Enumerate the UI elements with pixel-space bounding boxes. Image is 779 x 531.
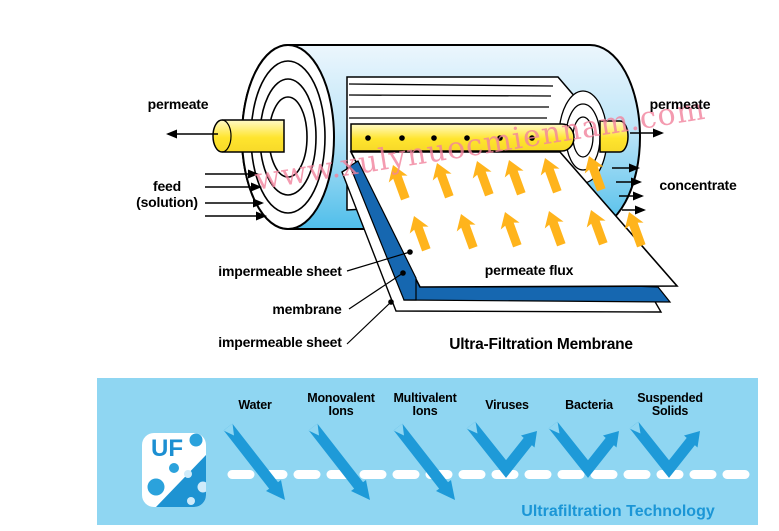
panel-label-suspended-2: Solids <box>651 404 689 418</box>
feed-label-line2: (solution) <box>136 194 198 210</box>
permeate-flux-label: permeate flux <box>484 262 574 278</box>
impermeable-sheet-top-label: impermeable sheet <box>218 263 342 279</box>
membrane-module-cylinder <box>212 44 641 230</box>
feed-arrows <box>205 169 267 221</box>
panel-label-monovalent-1: Monovalent <box>307 391 375 405</box>
feed-label-line1: feed <box>153 178 181 194</box>
bacteria-rejected-arrow <box>548 421 619 478</box>
panel-label-water: Water <box>238 398 272 412</box>
permeate-tube-left-cap <box>221 119 232 153</box>
viruses-rejected-arrow <box>466 421 537 478</box>
technology-panel <box>97 378 758 525</box>
uf-logo <box>142 433 206 507</box>
feed-end-rings <box>241 44 335 230</box>
leader-lines <box>346 249 413 345</box>
perforation-dots <box>365 135 535 141</box>
multivalent-pass-arrow <box>393 423 455 500</box>
panel-label-suspended-1: Suspended <box>637 391 703 405</box>
panel-label-bacteria: Bacteria <box>565 398 613 412</box>
panel-label-viruses: Viruses <box>485 398 529 412</box>
panel-label-monovalent-2: Ions <box>328 404 354 418</box>
permeate-tube-right <box>599 120 629 153</box>
suspended-rejected-arrow <box>629 421 700 478</box>
panel-label-multivalent-1: Multivalent <box>393 391 457 405</box>
monovalent-pass-arrow <box>308 423 370 500</box>
permeate-tube-left <box>212 119 285 153</box>
permeate-arrow-right <box>599 120 664 153</box>
water-pass-arrow <box>223 423 285 500</box>
panel-caption: Ultrafiltration Technology <box>521 503 715 520</box>
impermeable-sheet-bottom-label: impermeable sheet <box>218 334 342 350</box>
diagram-title: Ultra-Filtration Membrane <box>449 336 633 353</box>
concentrate-label: concentrate <box>659 177 737 193</box>
uf-logo-text: UF <box>151 435 183 462</box>
panel-background <box>97 378 758 525</box>
permeate-right-label: permeate <box>649 96 711 112</box>
panel-label-multivalent-2: Ions <box>412 404 438 418</box>
permeate-left-label: permeate <box>147 96 209 112</box>
membrane-label: membrane <box>272 301 342 317</box>
concentrate-arrows <box>612 163 646 215</box>
collection-tube <box>350 123 575 152</box>
